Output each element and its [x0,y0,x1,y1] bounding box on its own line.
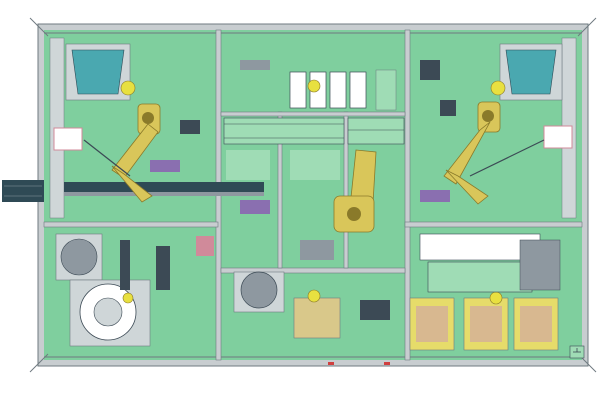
center-linear-track [223,117,405,145]
center-sensor [307,289,321,303]
left-robot [83,103,161,203]
red-marks [328,362,390,365]
center-robot [333,149,377,233]
ground-symbol-icon [569,345,585,359]
right-trays [409,291,559,351]
infeed-conveyor [2,180,44,202]
right-mid-stations [419,233,561,293]
right-fixture-plate [543,125,573,149]
rotary-table-center [233,271,285,313]
right-hopper [490,43,563,101]
center-bottom-box [293,297,341,339]
center-top-modules [240,60,397,111]
left-hopper [65,43,136,101]
rotary-table-left [69,279,151,347]
component-clusters [120,60,456,320]
right-robot [443,101,545,205]
bowl-feeder-left [55,233,103,281]
left-fixture-plate [53,127,83,151]
main-conveyor [64,182,264,192]
